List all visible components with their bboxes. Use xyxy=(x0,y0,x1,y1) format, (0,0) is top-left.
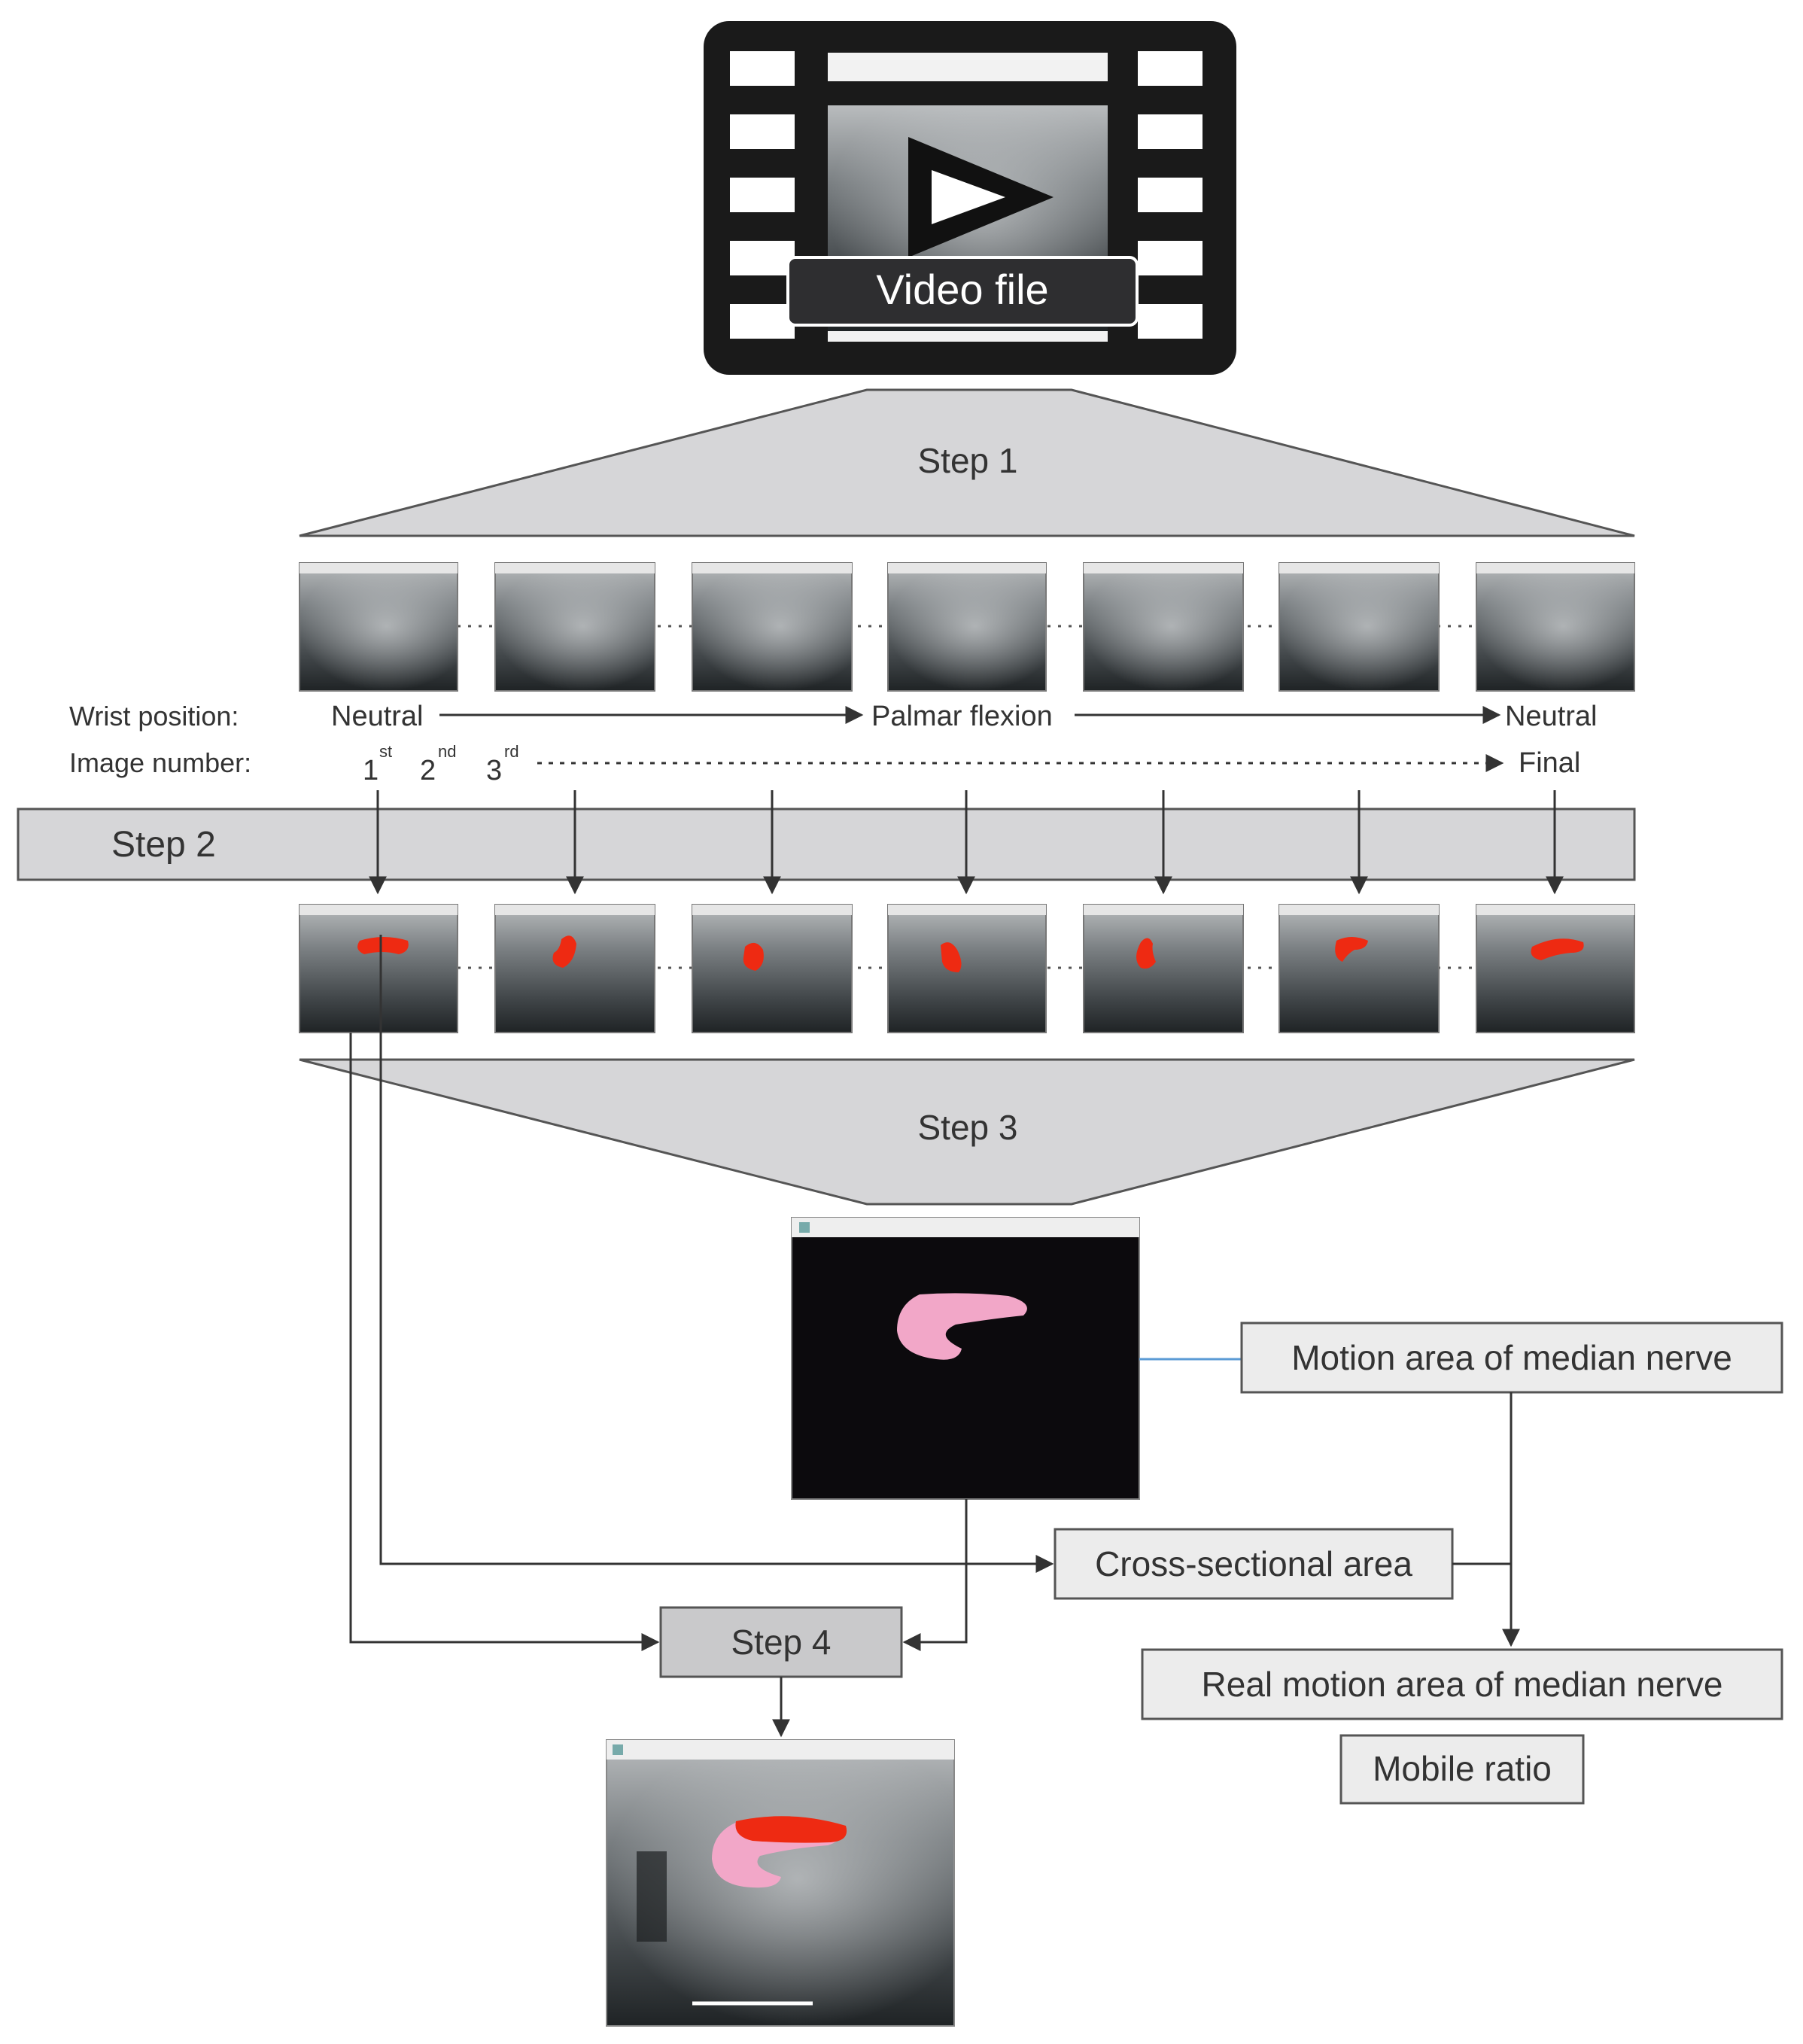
segmented-frame-7 xyxy=(1476,904,1635,1033)
image-number-label: Image number: xyxy=(69,747,251,778)
mobile-ratio-box: Mobile ratio xyxy=(1339,1734,1585,1805)
segmented-frame-5 xyxy=(1083,904,1244,1033)
step2-label: Step 2 xyxy=(111,825,216,865)
cross-sectional-label: Cross-sectional area xyxy=(1095,1544,1412,1583)
frame-row-segmented xyxy=(299,904,1635,1033)
frame-7 xyxy=(1476,562,1635,692)
frame-6 xyxy=(1279,562,1440,692)
segmented-frame-3 xyxy=(692,904,853,1033)
image-number-3-suffix: rd xyxy=(504,742,519,761)
frame-row-raw xyxy=(299,562,1635,692)
frame-4 xyxy=(887,562,1047,692)
image-number-2: 2 nd xyxy=(420,742,456,786)
motion-area-label: Motion area of median nerve xyxy=(1291,1338,1732,1377)
image-number-3-digit: 3 xyxy=(486,755,502,786)
frame-3 xyxy=(692,562,853,692)
real-motion-label: Real motion area of median nerve xyxy=(1202,1665,1723,1704)
image-number-1: 1 st xyxy=(363,742,392,786)
step1-trapezoid xyxy=(299,388,1635,537)
image-number-2-suffix: nd xyxy=(438,742,456,761)
real-motion-box: Real motion area of median nerve xyxy=(1141,1648,1783,1720)
frame-2 xyxy=(494,562,655,692)
wrist-end-label: Neutral xyxy=(1505,701,1598,732)
wrist-middle-label: Palmar flexion xyxy=(871,701,1053,732)
segmented-frame-1 xyxy=(299,904,458,1033)
segmented-frame-4 xyxy=(887,904,1047,1033)
video-file-icon: Video file xyxy=(704,21,1236,375)
motion-area-image xyxy=(791,1217,1140,1500)
step4-label: Step 4 xyxy=(731,1623,832,1662)
cross-sectional-box: Cross-sectional area xyxy=(1054,1528,1454,1600)
step2-arrows xyxy=(369,790,1564,895)
video-file-label: Video file xyxy=(876,266,1048,313)
frame-1 xyxy=(299,562,458,692)
wrist-start-label: Neutral xyxy=(331,701,424,732)
mobile-ratio-label: Mobile ratio xyxy=(1373,1749,1552,1788)
composite-image xyxy=(606,1739,955,2027)
image-number-3: 3 rd xyxy=(486,742,519,786)
image-number-2-digit: 2 xyxy=(420,755,436,786)
step4-box: Step 4 xyxy=(659,1606,903,1678)
step2-bar xyxy=(17,808,1636,881)
step3-trapezoid xyxy=(299,1058,1635,1206)
image-number-final: Final xyxy=(1519,747,1580,779)
wrist-position-label: Wrist position: xyxy=(69,701,239,732)
frame-5 xyxy=(1083,562,1244,692)
motion-area-box: Motion area of median nerve xyxy=(1240,1322,1783,1394)
image-number-1-digit: 1 xyxy=(363,755,379,786)
image-number-1-suffix: st xyxy=(379,742,392,761)
step3-label: Step 3 xyxy=(918,1108,1018,1147)
step1-label: Step 1 xyxy=(918,441,1018,480)
segmented-frame-6 xyxy=(1279,904,1440,1033)
segmented-frame-2 xyxy=(494,904,655,1033)
connectors xyxy=(349,935,1520,1738)
